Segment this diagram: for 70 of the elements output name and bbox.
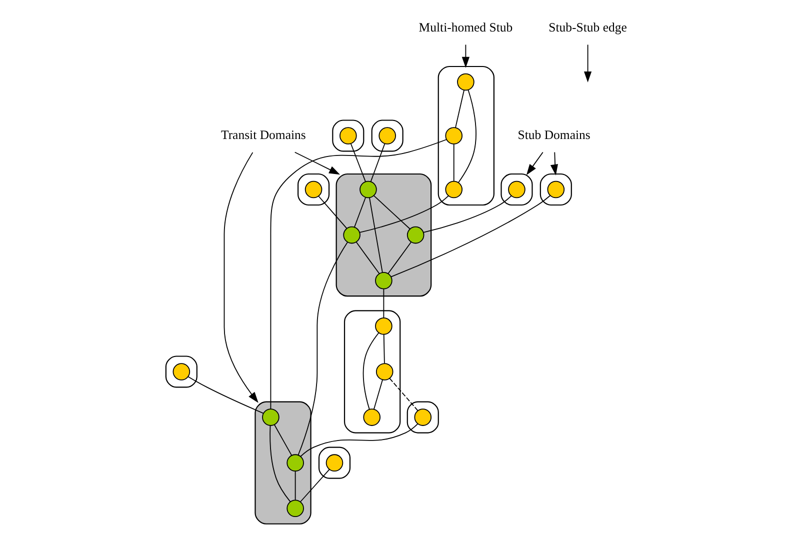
node-circle [172, 363, 190, 380]
connector [355, 242, 380, 274]
connector [350, 143, 366, 182]
cluster [332, 120, 364, 152]
node-circle [304, 180, 322, 198]
cluster [318, 446, 350, 479]
connector [372, 379, 382, 410]
node-text: Transit Domains [220, 128, 306, 142]
node-circle [374, 318, 392, 335]
connector [422, 195, 512, 233]
cluster [539, 173, 572, 206]
connector [387, 242, 412, 274]
node-circle [444, 127, 462, 144]
connector [318, 196, 347, 229]
cluster [335, 173, 432, 297]
connector [452, 144, 454, 182]
node-circle [339, 127, 356, 144]
node-circle [414, 408, 432, 426]
node-circle [359, 180, 376, 198]
connector [457, 89, 476, 183]
arrow [550, 152, 558, 176]
node-text: Stub Domains [517, 128, 590, 142]
connector [300, 423, 418, 457]
cluster [406, 401, 438, 434]
node-circle [375, 363, 393, 380]
node-circle [286, 454, 304, 472]
node-circle [362, 408, 380, 426]
connector [390, 195, 550, 278]
connector [358, 195, 448, 233]
node-circle [378, 127, 396, 144]
node-circle [444, 180, 462, 198]
node-circle [286, 500, 304, 518]
connector [297, 242, 348, 456]
node-circle [374, 272, 392, 290]
node-circle [342, 226, 360, 244]
connector [294, 470, 296, 500]
connector [370, 143, 385, 182]
cluster [500, 173, 532, 206]
cluster [343, 310, 400, 434]
arrow [223, 152, 258, 403]
node-text: Stub-Stub edge [548, 20, 626, 35]
connector [187, 376, 264, 414]
connector [454, 90, 464, 128]
node-circle [546, 180, 564, 198]
node-circle [262, 408, 279, 426]
arrow [461, 44, 470, 68]
arrow [526, 152, 543, 176]
node-circle [325, 454, 343, 472]
connector [300, 469, 330, 502]
cluster [254, 401, 311, 524]
node-text: Multi-homed Stub [418, 20, 512, 35]
node-circle [456, 73, 474, 91]
cluster [297, 173, 330, 206]
connector [270, 139, 446, 410]
cluster [370, 120, 403, 152]
connector [373, 195, 410, 230]
arrow [583, 44, 592, 82]
connector [269, 425, 290, 502]
connector [368, 197, 382, 273]
node-circle [508, 180, 525, 198]
cluster [164, 356, 197, 388]
arrow [294, 152, 340, 175]
connector [388, 378, 418, 411]
connector [362, 332, 379, 410]
connector [354, 197, 366, 228]
connector [382, 334, 384, 364]
node-circle [406, 226, 424, 244]
connector [382, 288, 384, 318]
cluster [437, 66, 494, 206]
connector [273, 424, 292, 456]
